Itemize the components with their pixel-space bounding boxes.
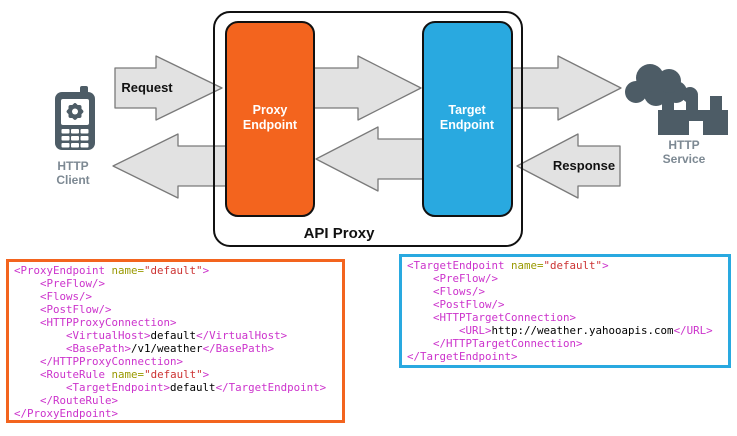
proxy-endpoint-box (225, 21, 315, 217)
return-to-client-arrow (112, 133, 231, 199)
response-arrow (516, 133, 621, 199)
target-endpoint-label-line2: Endpoint (440, 118, 495, 132)
api-proxy-container (213, 11, 523, 247)
code-line: <HTTPProxyConnection> (40, 316, 177, 329)
http-client-label-line2: Client (56, 173, 89, 187)
code-line: <RouteRule name="default"> (40, 368, 210, 381)
code-line: <TargetEndpoint name="default"> (407, 259, 609, 272)
code-line: <TargetEndpoint>default</TargetEndpoint> (66, 381, 327, 394)
code-line: <HTTPTargetConnection> (433, 311, 577, 324)
code-line: <PreFlow/> (433, 272, 499, 285)
mobile-phone-icon (55, 86, 95, 150)
http-client-label-line1: HTTP (57, 159, 88, 173)
code-line: <VirtualHost>default</VirtualHost> (66, 329, 288, 342)
gear-icon (66, 103, 84, 120)
target-endpoint-box (422, 21, 513, 217)
code-line: <PreFlow/> (40, 277, 106, 290)
code-line: <Flows/> (40, 290, 93, 303)
code-line: <PostFlow/> (433, 298, 505, 311)
response-label: Response (553, 158, 615, 173)
request-arrow (114, 55, 223, 121)
proxy-endpoint-code-block: <ProxyEndpoint name="default"> <PreFlow/… (6, 259, 345, 423)
api-proxy-label: API Proxy (304, 225, 376, 242)
request-label: Request (121, 80, 173, 95)
code-line: </RouteRule> (40, 394, 119, 407)
code-line: </ProxyEndpoint> (14, 407, 119, 420)
factory-with-smoke-icon (625, 64, 728, 135)
http-service-label-line2: Service (663, 152, 706, 166)
proxy-endpoint-label-line1: Proxy (253, 103, 288, 117)
code-line: <URL>http://weather.yahooapis.com</URL> (459, 324, 713, 337)
http-service-label-line1: HTTP (668, 138, 699, 152)
factory-building (658, 96, 728, 135)
proxy-endpoint-label-line2: Endpoint (243, 118, 298, 132)
target-endpoint-label-line1: Target (448, 103, 486, 117)
code-line: <ProxyEndpoint name="default"> (14, 264, 210, 277)
code-line: <BasePath>/v1/weather</BasePath> (66, 342, 275, 355)
target-to-service-arrow (511, 55, 622, 121)
code-line: <Flows/> (433, 285, 486, 298)
code-line: </HTTPTargetConnection> (433, 337, 583, 350)
target-to-proxy-arrow (315, 126, 424, 192)
proxy-to-target-arrow (312, 55, 422, 121)
phone-keypad (61, 129, 89, 148)
flow-diagram: Proxy Endpoint Target Endpoint Request R… (55, 11, 728, 247)
target-endpoint-code-block: <TargetEndpoint name="default"> <PreFlow… (399, 254, 731, 368)
code-line: </TargetEndpoint> (407, 350, 518, 363)
code-line: </HTTPProxyConnection> (40, 355, 184, 368)
code-line: <PostFlow/> (40, 303, 112, 316)
